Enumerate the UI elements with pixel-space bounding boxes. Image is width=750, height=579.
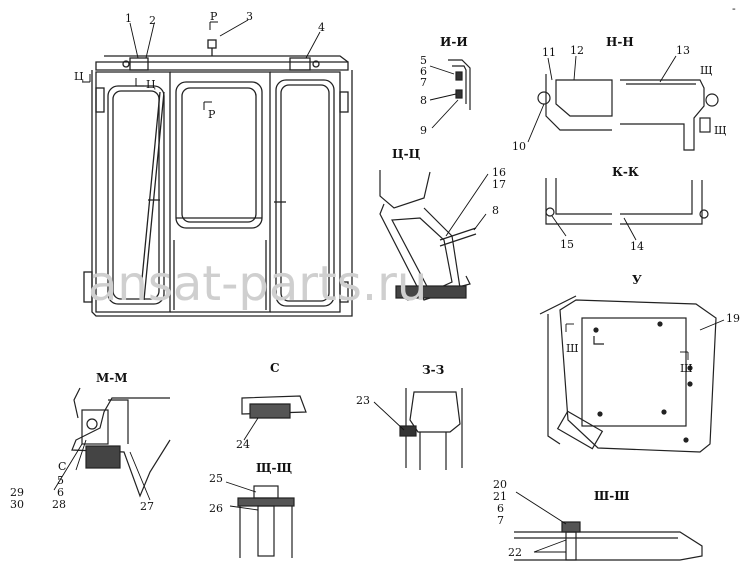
callout-8-ii: 8 <box>420 94 427 107</box>
section-shsh <box>514 521 703 561</box>
callout-7-ii: 7 <box>420 76 427 89</box>
view-u-panel <box>539 295 717 453</box>
letter-p-mid: Р <box>208 108 216 121</box>
callout-27: 27 <box>140 500 154 513</box>
watermark: ansat-parts.ru <box>88 256 427 312</box>
section-nn <box>537 74 719 151</box>
callout-20: 20 <box>493 478 507 491</box>
callout-4: 4 <box>318 21 325 34</box>
callout-8-tsts: 8 <box>492 204 499 217</box>
callout-14: 14 <box>630 240 644 253</box>
letter-s-mm: С <box>58 460 66 473</box>
letter-sh-u-left: Ш <box>566 342 579 355</box>
section-zz <box>399 388 463 470</box>
section-ii <box>448 59 471 110</box>
callout-15: 15 <box>560 238 574 251</box>
letter-p-top: Р <box>210 10 218 23</box>
section-shchshch <box>237 485 295 558</box>
callout-6-shsh: 6 <box>497 502 504 515</box>
callout-16: 16 <box>492 166 506 179</box>
callout-13: 13 <box>676 44 690 57</box>
callout-10: 10 <box>512 140 526 153</box>
section-shsh-title: Ш-Ш <box>594 489 629 503</box>
letter-sh-u-right: Ш <box>680 362 693 375</box>
callout-26: 26 <box>209 502 223 515</box>
section-mm-title: М-М <box>96 371 128 385</box>
cab-front-view <box>83 39 353 317</box>
callout-3: 3 <box>246 10 253 23</box>
main-view-marks <box>82 21 218 110</box>
section-kk-title: К-К <box>612 165 639 179</box>
section-kk <box>545 178 709 225</box>
letter-ts-left-2: Ц <box>146 78 156 91</box>
callout-19: 19 <box>726 312 740 325</box>
callout-22: 22 <box>508 546 522 559</box>
section-mm <box>71 387 171 498</box>
callout-6-mm: 6 <box>57 486 64 499</box>
section-nn-title: Н-Н <box>606 35 634 49</box>
callout-9-ii: 9 <box>420 124 427 137</box>
callout-5-ii: 5 <box>420 54 427 67</box>
section-s-title: С <box>270 361 280 375</box>
section-zz-title: З-З <box>422 363 444 377</box>
letter-ts-left: Ц <box>74 70 84 83</box>
letter-shch-nn-2: Щ <box>714 124 727 137</box>
callout-12: 12 <box>570 44 584 57</box>
letter-shch-nn: Щ <box>700 64 713 77</box>
callout-30: 30 <box>10 498 24 511</box>
callout-23: 23 <box>356 394 370 407</box>
callout-6-ii: 6 <box>420 65 427 78</box>
section-ii-title: И-И <box>440 35 468 49</box>
section-s <box>241 395 307 419</box>
corner-mark: - <box>732 2 736 15</box>
callout-29: 29 <box>10 486 24 499</box>
callout-11: 11 <box>542 46 556 59</box>
view-u-title: У <box>632 273 642 287</box>
section-shchshch-title: Щ-Щ <box>256 461 292 475</box>
section-tsts-title: Ц-Ц <box>392 147 421 161</box>
callout-7-shsh: 7 <box>497 514 504 527</box>
main-leaders <box>129 19 321 59</box>
callout-28: 28 <box>52 498 66 511</box>
callout-17: 17 <box>492 178 506 191</box>
section-tsts <box>379 170 477 301</box>
callout-1: 1 <box>125 12 132 25</box>
callout-25: 25 <box>209 472 223 485</box>
callout-24: 24 <box>236 438 250 451</box>
callout-5-mm: 5 <box>57 474 64 487</box>
callout-2: 2 <box>149 14 156 27</box>
callout-21: 21 <box>493 490 507 503</box>
